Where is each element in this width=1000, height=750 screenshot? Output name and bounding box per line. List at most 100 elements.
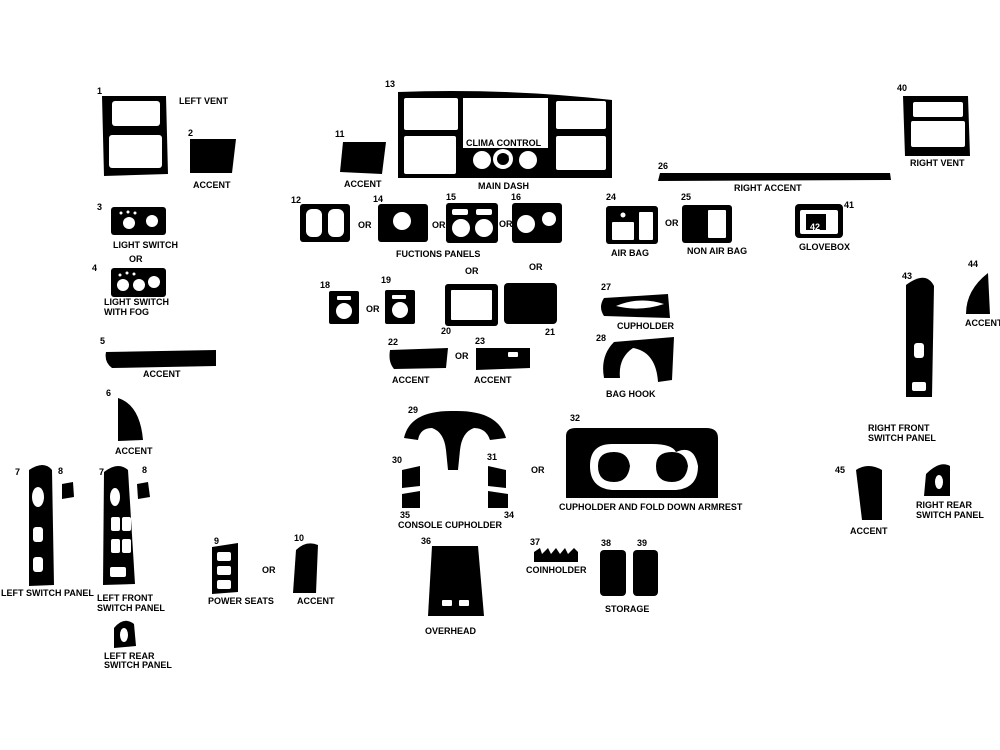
piece-number: 16: [511, 192, 522, 202]
piece-number: 21: [545, 327, 556, 337]
piece-number: 31: [487, 452, 498, 462]
piece-8b: [137, 482, 150, 499]
piece-number: 15: [446, 192, 457, 202]
piece-number: 4: [92, 263, 98, 273]
piece-number: 30: [392, 455, 403, 465]
piece-41-glovebox: [795, 204, 843, 238]
piece-23-accent: [476, 348, 530, 370]
piece-number: 26: [658, 161, 669, 171]
piece-28-bag-hook: [603, 337, 674, 382]
piece-number: 7: [15, 467, 21, 477]
label-light-switch: LIGHT SWITCH: [113, 240, 178, 250]
piece-25-non-air-bag: [682, 205, 732, 243]
piece-39-storage: [633, 550, 658, 596]
label-air-bag: AIR BAG: [611, 248, 649, 258]
piece-40-right-vent: [903, 96, 970, 156]
piece-15-function-panel: [446, 203, 498, 243]
piece-26-right-accent: [658, 173, 891, 181]
piece-38-storage: [600, 550, 626, 596]
piece-number: 11: [335, 129, 345, 139]
label-cupholder-armrest: CUPHOLDER AND FOLD DOWN ARMREST: [559, 502, 743, 512]
label-right-vent: RIGHT VENT: [910, 158, 965, 168]
piece-12-function-panel: [300, 204, 350, 242]
piece-27-cupholder: [601, 294, 670, 318]
label-main-dash: MAIN DASH: [478, 181, 529, 191]
label-accent: ACCENT: [115, 446, 153, 456]
label-clima-control: CLIMA CONTROL: [466, 138, 542, 148]
label-right-front-switch: SWITCH PANEL: [868, 433, 936, 443]
label-fuctions-panels: FUCTIONS PANELS: [396, 249, 481, 259]
piece-number: 34: [504, 510, 515, 520]
label-accent: ACCENT: [474, 375, 512, 385]
piece-10-accent: [293, 543, 318, 593]
piece-3-light-switch: [111, 207, 166, 235]
piece-45-accent: [856, 466, 882, 520]
label-or: OR: [262, 565, 276, 575]
piece-number: 18: [320, 280, 331, 290]
piece-number: 17: [499, 154, 510, 164]
label-or: OR: [529, 262, 543, 272]
piece-32-cupholder-armrest: [566, 428, 718, 498]
label-or: OR: [665, 218, 679, 228]
piece-number: 42: [810, 222, 821, 232]
piece-number: 13: [385, 79, 396, 89]
piece-number: 3: [97, 202, 103, 212]
piece-number: 35: [400, 510, 411, 520]
label-accent: ACCENT: [143, 369, 181, 379]
piece-number: 7: [99, 467, 105, 477]
piece-35: [402, 491, 420, 508]
piece-4-light-switch-fog: [111, 268, 166, 297]
label-overhead: OVERHEAD: [425, 626, 477, 636]
piece-30: [402, 466, 420, 488]
label-or: OR: [432, 220, 446, 230]
label-accent: ACCENT: [193, 180, 231, 190]
label-light-switch-fog: WITH FOG: [104, 307, 149, 317]
piece-1-left-vent: [102, 96, 168, 176]
piece-number: 33: [617, 463, 628, 473]
label-power-seats: POWER SEATS: [208, 596, 274, 606]
piece-number: 39: [637, 538, 648, 548]
piece-11-accent: [340, 142, 386, 174]
piece-20: [445, 284, 498, 326]
piece-number: 41: [844, 200, 855, 210]
label-accent: ACCENT: [392, 375, 430, 385]
piece-2-accent: [190, 139, 236, 173]
piece-number: 44: [968, 259, 979, 269]
piece-14-function-panel: [378, 204, 428, 242]
label-non-air-bag: NON AIR BAG: [687, 246, 748, 256]
label-left-vent: LEFT VENT: [179, 96, 228, 106]
piece-number: 8: [142, 465, 148, 475]
piece-31: [488, 466, 506, 488]
piece-36-overhead: [428, 546, 484, 616]
label-right-accent: RIGHT ACCENT: [734, 183, 802, 193]
piece-number: 20: [441, 326, 452, 336]
label-cupholder: CUPHOLDER: [617, 321, 675, 331]
label-or: OR: [455, 351, 469, 361]
piece-number: 2: [188, 128, 194, 138]
piece-number: 22: [388, 337, 399, 347]
label-coinholder: COINHOLDER: [526, 565, 587, 575]
piece-34: [488, 491, 508, 508]
piece-7-left-front-switch-panel: [103, 465, 135, 585]
label-left-front-switch: SWITCH PANEL: [97, 603, 165, 613]
label-or: OR: [358, 220, 372, 230]
label-left-switch-panel: LEFT SWITCH PANEL: [1, 588, 94, 598]
piece-number: 14: [373, 194, 384, 204]
piece-9-power-seats: [212, 543, 238, 594]
piece-number: 24: [606, 192, 617, 202]
piece-number: 23: [475, 336, 486, 346]
label-left-rear-switch: SWITCH PANEL: [104, 660, 172, 670]
piece-19: [385, 290, 415, 324]
piece-29-console-cupholder: [404, 410, 506, 470]
piece-44-accent: [966, 273, 990, 314]
label-accent: ACCENT: [297, 596, 335, 606]
piece-16-function-panel: [512, 203, 562, 243]
piece-number: 25: [681, 192, 692, 202]
piece-13-main-dash: [398, 91, 612, 178]
label-or: OR: [129, 254, 143, 264]
label-right-rear-switch: RIGHT REAR: [916, 500, 972, 510]
piece-24-air-bag: [606, 206, 658, 244]
piece-number: 45: [835, 465, 846, 475]
piece-number: 8: [58, 466, 64, 476]
